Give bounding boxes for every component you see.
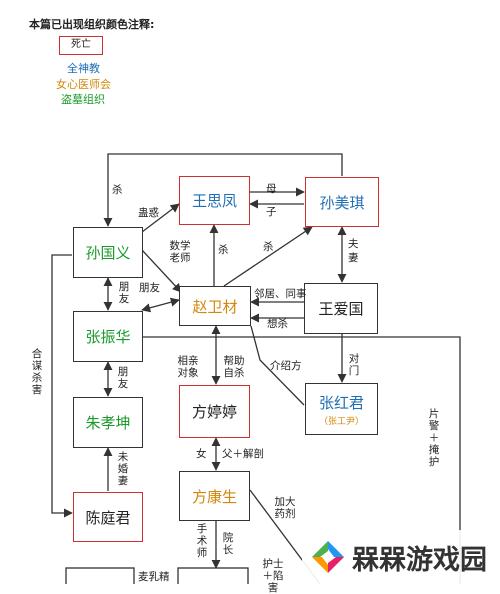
label-friend-b: 朋友 <box>139 282 160 294</box>
label-math-teacher: 数学老师 <box>169 240 191 264</box>
node-zhang-zhenhua: 张振华 <box>73 311 143 362</box>
node-wang-sifeng: 王思凤 <box>179 176 250 225</box>
node-name: 朱孝坤 <box>85 414 131 432</box>
label-conspire: 合谋杀害 <box>31 348 43 396</box>
label-mother: 母 <box>266 183 277 195</box>
label-friend-a: 朋友 <box>118 281 130 305</box>
node-name: 孙美琪 <box>319 193 365 212</box>
edge-guoyi-tempt-sifeng <box>141 203 180 233</box>
legend-org-quanshenjiao: 全神教 <box>67 62 100 75</box>
node-fang-kangsheng: 方康生 <box>179 471 250 521</box>
label-friend-c: 朋友 <box>117 366 129 390</box>
label-husband: 夫 <box>348 238 359 250</box>
label-overdose: 加大药剂 <box>274 496 296 520</box>
label-kill-top: 杀 <box>112 184 123 196</box>
edge-meiqi-kills-guoyi <box>103 153 343 227</box>
edge-weicai-kill-meiqi <box>223 226 313 287</box>
label-introduce: 介绍方 <box>270 360 302 372</box>
node-zhang-hongjun: 张红君 （张工尹） <box>305 383 378 435</box>
legend-org-nvxin: 女心医师会 <box>56 78 111 91</box>
label-help-suicide: 帮助自杀 <box>223 355 245 379</box>
partial-node-left <box>65 567 135 584</box>
label-kill-b: 杀 <box>263 241 274 253</box>
label-dean: 院长 <box>222 532 234 556</box>
label-fiance: 未婚妻 <box>117 451 129 487</box>
label-slice-police: 片警＋掩护 <box>428 408 440 468</box>
node-zhao-weicai: 赵卫材 <box>179 286 251 326</box>
node-name: 王爱国 <box>318 300 364 318</box>
node-fang-tingting: 方婷婷 <box>179 385 250 438</box>
edge-friend-b <box>141 297 180 313</box>
edge-math-teacher <box>141 249 182 293</box>
label-wheat-milk: 麦乳精 <box>138 571 170 583</box>
node-chen-tingjun: 陈庭君 <box>73 492 143 542</box>
edge-slice-police <box>142 336 461 584</box>
edge-conspire <box>51 254 73 518</box>
watermark-logo-icon <box>308 537 348 577</box>
node-name: 张振华 <box>85 328 131 346</box>
label-daughter: 女 <box>196 448 207 460</box>
node-sun-meiqi: 孙美琪 <box>305 177 379 227</box>
partial-node-mid <box>177 567 249 584</box>
node-name: 孙国义 <box>85 244 131 262</box>
node-name: 方康生 <box>191 487 237 506</box>
label-nurse: 护士＋陷害 <box>262 558 284 594</box>
label-son: 子 <box>266 206 277 218</box>
label-blind-date: 相亲对象 <box>177 355 199 379</box>
node-sun-guoyi: 孙国义 <box>73 227 143 278</box>
node-name: 赵卫材 <box>192 297 238 316</box>
label-surgeon: 手术师 <box>196 523 208 559</box>
node-name: 方婷婷 <box>191 403 237 421</box>
node-name: 王思凤 <box>191 192 237 210</box>
node-wang-aiguo: 王爱国 <box>304 283 378 334</box>
label-father-dissect: 父＋解剖 <box>222 448 264 460</box>
legend-title: 本篇已出现组织颜色注释: <box>29 18 155 31</box>
node-alias: （张工尹） <box>318 416 364 427</box>
legend-org-daomu: 盗墓组织 <box>61 93 105 106</box>
node-name: 陈庭君 <box>85 508 131 527</box>
watermark: 槑槑游戏园 <box>302 530 500 584</box>
legend-dead-marker: 死亡 <box>59 36 103 55</box>
label-kill-a: 杀 <box>218 244 229 256</box>
label-wife: 妻 <box>348 252 359 264</box>
node-zhu-xiaokun: 朱孝坤 <box>73 397 143 448</box>
label-neighbor: 邻居、同事 <box>254 288 307 300</box>
label-wants-kill: 想杀 <box>267 318 288 330</box>
node-name: 张红君 <box>318 393 364 412</box>
watermark-text: 槑槑游戏园 <box>352 544 487 576</box>
label-rival: 对门 <box>348 353 360 377</box>
label-tempt: 蛊惑 <box>138 207 159 219</box>
